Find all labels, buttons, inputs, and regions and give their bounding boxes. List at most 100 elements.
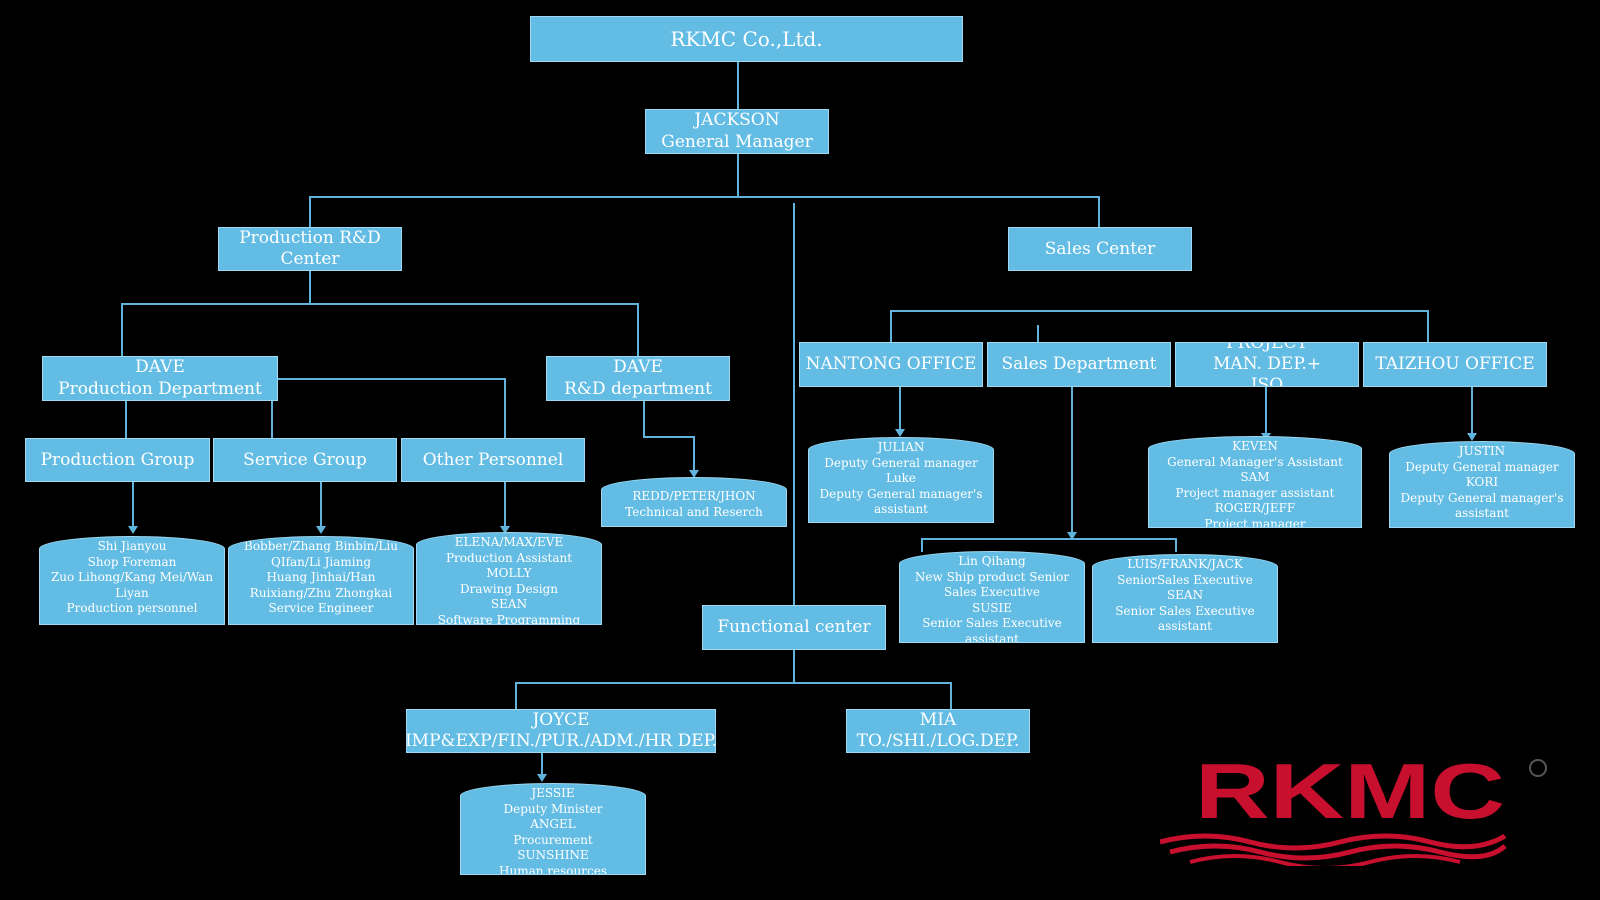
member-line: Human resources <box>499 863 607 875</box>
connector <box>271 400 273 438</box>
production-group-label: Production Group <box>40 449 195 470</box>
service-group-label: Service Group <box>243 449 367 470</box>
connector <box>643 400 645 437</box>
member-line: Production personnel <box>66 601 198 616</box>
member-line: Zuo Lihong/Kang Mei/Wan <box>50 570 214 585</box>
rd-department-box: DAVE R&D department <box>546 356 730 401</box>
member-line: Senior Sales Executive <box>1115 603 1255 618</box>
joyce-name: JOYCE <box>532 709 590 730</box>
member-line: JESSIE <box>531 786 575 800</box>
taizhou-office-box: TAIZHOU OFFICE <box>1363 342 1547 387</box>
connector <box>637 303 639 356</box>
member-line: Software Programming <box>437 612 581 625</box>
member-line: Deputy Minister <box>503 801 603 816</box>
member-line: Procurement <box>513 832 593 847</box>
production-group-members: Shi Jianyou Shop Foreman Zuo Lihong/Kang… <box>39 536 225 625</box>
rd-dept-name: DAVE <box>613 357 663 378</box>
sales-members-b: LUIS/FRANK/JACK SeniorSales Executive SE… <box>1092 554 1278 643</box>
project-members: KEVEN General Manager's Assistant SAM Pr… <box>1148 436 1362 528</box>
connector <box>1098 196 1100 227</box>
general-manager-box: JACKSON General Manager <box>645 109 829 154</box>
nantong-office-label: NANTONG OFFICE <box>805 354 977 375</box>
mia-department-box: MIA TO./SHI./LOG.DEP. <box>846 709 1030 753</box>
member-line: MOLLY <box>486 566 532 581</box>
member-line: Sales Executive <box>944 585 1040 600</box>
connector <box>1471 387 1473 435</box>
logo-wave-1 <box>1160 833 1507 851</box>
production-center-box: Production R&D Center <box>218 227 402 271</box>
project-department-box: PROJECT MAN. DEP.+ ISO <box>1175 342 1359 387</box>
rd-members: REDD/PETER/JHON Technical and Reserch <box>601 477 787 527</box>
sales-department-box: Sales Department <box>987 342 1171 387</box>
member-line: SEAN <box>490 597 528 612</box>
member-line: Shi Jianyou <box>97 539 167 553</box>
member-line: Deputy General manager's <box>819 486 983 501</box>
connector <box>515 682 517 709</box>
connector <box>515 682 951 684</box>
connector <box>899 387 901 431</box>
sales-center-box: Sales Center <box>1008 227 1192 271</box>
joyce-department-box: JOYCE IMP&EXP/FIN./PUR./ADM./HR DEP. <box>406 709 716 753</box>
nantong-members: JULIAN Deputy General manager Luke Deput… <box>808 437 994 523</box>
sales-department-label: Sales Department <box>1001 354 1157 375</box>
member-line: Drawing Design <box>460 581 558 596</box>
connector <box>309 270 311 304</box>
member-line: SEAN <box>1166 588 1204 603</box>
member-line: Huang Jinhai/Han <box>266 570 376 585</box>
member-line: New Ship product Senior <box>914 569 1070 584</box>
member-line: Project manager assistant <box>1175 485 1335 500</box>
other-personnel-members: ELENA/MAX/EVE Production Assistant MOLLY… <box>416 532 602 625</box>
connector <box>643 436 695 438</box>
connector <box>125 400 127 438</box>
member-line: SAM <box>1240 470 1270 485</box>
member-line: ELENA/MAX/EVE <box>454 535 564 549</box>
sales-center-label: Sales Center <box>1044 238 1156 259</box>
connector <box>793 203 795 613</box>
member-line: assistant <box>1455 506 1509 521</box>
connector <box>1037 325 1039 342</box>
other-personnel-label: Other Personnel <box>422 449 564 470</box>
member-line: QIfan/Li Jiaming <box>271 554 371 569</box>
member-line: ROGER/JEFF <box>1214 501 1296 516</box>
member-line: Senior Sales Executive <box>922 616 1062 631</box>
joyce-title: IMP&EXP/FIN./PUR./ADM./HR DEP. <box>406 731 716 751</box>
member-line: Deputy General manager's <box>1400 490 1564 505</box>
connector <box>1427 310 1429 342</box>
service-group-members: Bobber/Zhang Binbin/Liu QIfan/Li Jiaming… <box>228 536 414 625</box>
connector <box>1265 387 1267 435</box>
member-line: Production Assistant <box>445 550 573 565</box>
member-line: General Manager's Assistant <box>1167 454 1343 469</box>
arrow-icon <box>128 526 138 534</box>
connector <box>793 650 795 684</box>
connector <box>1175 538 1177 552</box>
member-line: Liyan <box>115 585 149 600</box>
company-name: RKMC Co.,Ltd. <box>670 26 823 51</box>
connector <box>890 310 1428 312</box>
member-line: Deputy General manager <box>824 455 978 470</box>
logo-wave-3 <box>1189 854 1461 866</box>
member-line: Deputy General manager <box>1405 459 1559 474</box>
member-line: assistant <box>1158 619 1212 634</box>
arrow-icon <box>689 470 699 478</box>
joyce-members: JESSIE Deputy Minister ANGEL Procurement… <box>460 783 646 875</box>
project-department-label: PROJECT MAN. DEP.+ ISO <box>1213 342 1321 387</box>
arrow-icon <box>316 526 326 534</box>
connector <box>504 482 506 528</box>
logo-text: RKMC <box>1195 756 1505 835</box>
connector <box>737 62 739 109</box>
member-line: JUSTIN <box>1458 444 1506 458</box>
functional-center-box: Functional center <box>702 605 886 650</box>
connector <box>309 196 1099 198</box>
rkmc-logo: RKMC <box>1160 756 1547 866</box>
connector <box>693 436 695 472</box>
member-line: SUSIE <box>971 600 1013 615</box>
arrow-icon <box>500 526 510 534</box>
member-line: KORI <box>1465 475 1499 490</box>
member-line: ANGEL <box>530 817 576 832</box>
member-line: SUNSHINE <box>517 848 589 863</box>
member-line: Technical and Reserch <box>625 505 763 519</box>
connector <box>277 378 506 380</box>
connector <box>504 378 506 438</box>
member-line: assistant <box>965 631 1019 643</box>
